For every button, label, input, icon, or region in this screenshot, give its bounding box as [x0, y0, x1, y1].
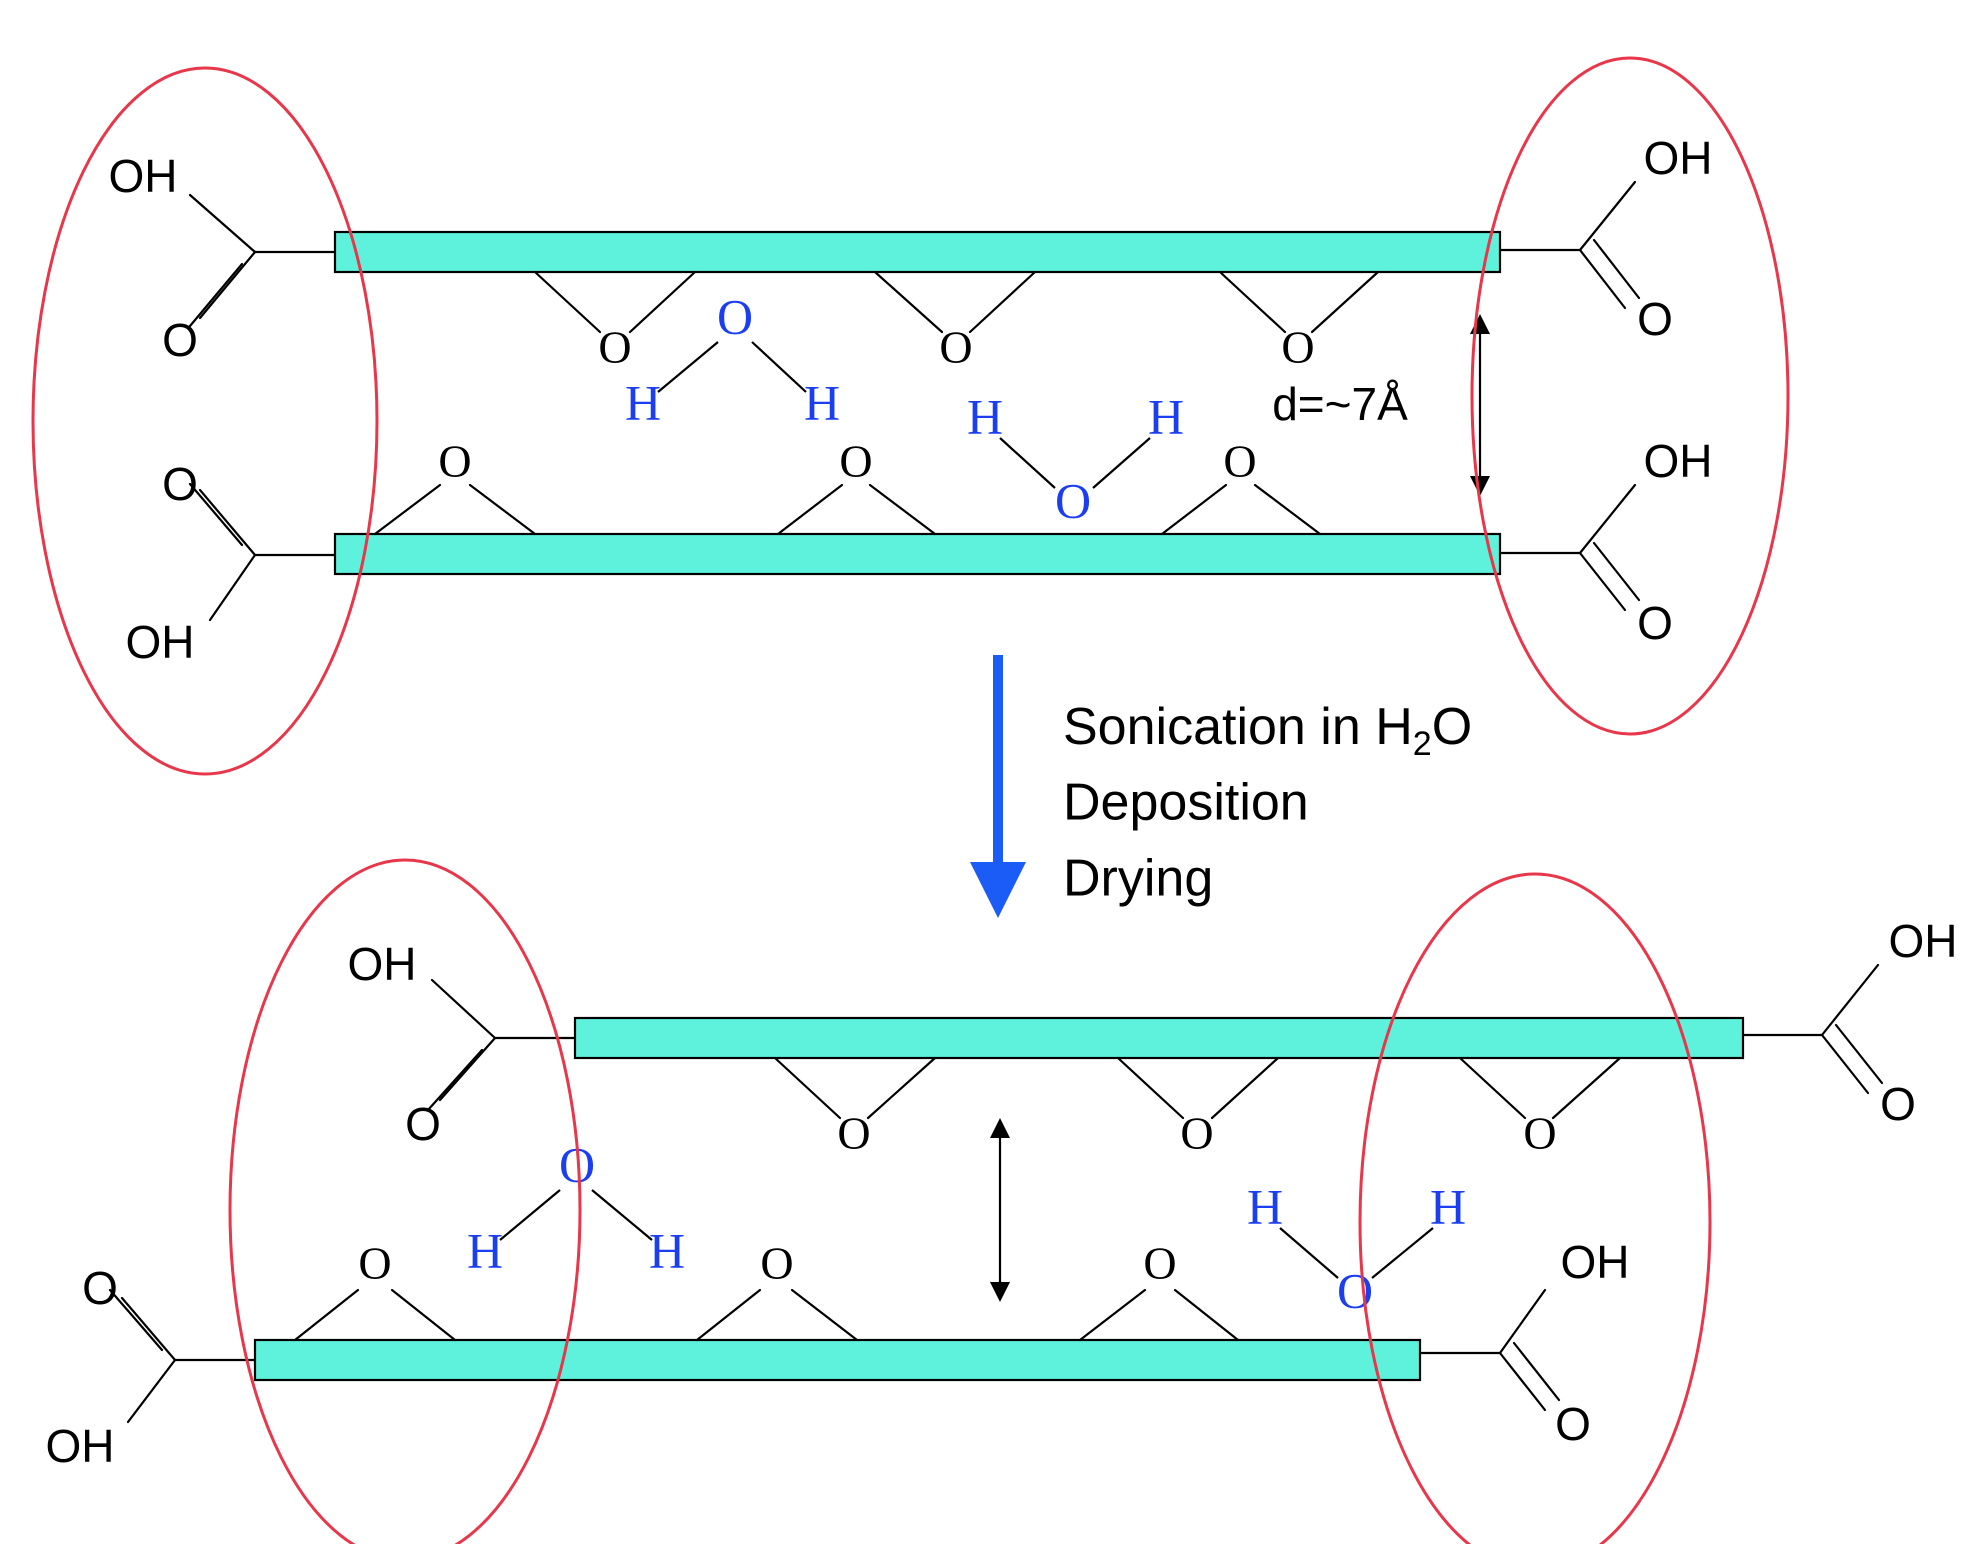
water-hydrogen-label: H [1430, 1178, 1466, 1234]
right-edge-highlight-oval [1358, 872, 1712, 1549]
process-steps: Sonication in H2O Deposition Drying [1063, 698, 1472, 908]
hydroxyl-label: OH [1561, 1236, 1630, 1288]
epoxide-group: O [776, 436, 937, 536]
water-hydrogen-label: H [649, 1222, 685, 1278]
step-sonication-oxygen: O [1432, 698, 1472, 756]
water-hydrogen-label: H [467, 1222, 503, 1278]
top-stack: OH O O OH OH O OH O [31, 56, 1790, 776]
subscript-2: 2 [1413, 725, 1432, 763]
water-oxygen-label: O [1337, 1262, 1373, 1318]
epoxide-oxygen-label: O [438, 436, 471, 487]
epoxide-group: O [1458, 1056, 1622, 1159]
epoxide-oxygen-label: O [1143, 1238, 1176, 1289]
water-hydrogen-label: H [804, 374, 840, 430]
epoxide-group: O [1218, 270, 1380, 373]
epoxide-group: O [533, 270, 697, 373]
bottom-lower-right-carboxyl-group: OH O [1418, 1236, 1630, 1450]
water-molecule: H H O [1247, 1178, 1466, 1318]
water-hydrogen-label: H [967, 388, 1003, 444]
carbonyl-oxygen-label: O [1880, 1078, 1916, 1130]
epoxide-oxygen-label: O [1223, 436, 1256, 487]
carbonyl-oxygen-label: O [1637, 597, 1673, 649]
bottom-upper-right-carboxyl-group: OH O [1741, 915, 1958, 1130]
bottom-upper-left-carboxyl-group: OH O [348, 938, 577, 1150]
carbonyl-oxygen-label: O [82, 1262, 118, 1314]
carbonyl-oxygen-label: O [1555, 1398, 1591, 1450]
epoxide-group: O [1160, 436, 1322, 536]
water-oxygen-label: O [1055, 472, 1091, 528]
left-edge-highlight-oval [31, 66, 379, 776]
water-molecule: O H H [467, 1136, 685, 1278]
top-upper-left-carboxyl-group: OH O [109, 150, 337, 366]
water-hydrogen-label: H [1247, 1178, 1283, 1234]
epoxide-oxygen-label: O [839, 436, 872, 487]
top-lower-graphene-sheet [333, 532, 1502, 576]
top-lower-left-carboxyl-group: O OH [126, 458, 337, 668]
interlayer-spacing-arrow [990, 1118, 1010, 1302]
hydroxyl-label: OH [1889, 915, 1958, 967]
water-oxygen-label: O [717, 288, 753, 344]
step-sonication: Sonication in H2O [1063, 698, 1472, 763]
carbonyl-oxygen-label: O [162, 314, 198, 366]
epoxide-group: O [293, 1238, 457, 1342]
hydroxyl-label: OH [1644, 435, 1713, 487]
epoxide-oxygen-label: O [598, 322, 631, 373]
epoxide-group: O [873, 270, 1037, 373]
hydroxyl-label: OH [1644, 132, 1713, 184]
epoxide-oxygen-label: O [1281, 322, 1314, 373]
step-sonication-text: Sonication in H [1063, 698, 1413, 756]
hydroxyl-label: OH [348, 938, 417, 990]
carbonyl-oxygen-label: O [162, 458, 198, 510]
epoxide-group: O [695, 1238, 859, 1342]
carbonyl-oxygen-label: O [1637, 293, 1673, 345]
epoxide-group: O [373, 436, 537, 536]
water-molecule: H H O [967, 388, 1184, 528]
epoxide-group: O [1078, 1238, 1240, 1342]
epoxide-oxygen-label: O [939, 322, 972, 373]
epoxide-oxygen-label: O [1180, 1108, 1213, 1159]
step-drying: Drying [1063, 850, 1213, 908]
top-upper-graphene-sheet [333, 230, 1502, 274]
hydroxyl-label: OH [109, 150, 178, 202]
water-molecule: O H H [625, 288, 840, 430]
bottom-lower-left-carboxyl-group: O OH [46, 1262, 257, 1472]
top-upper-right-carboxyl-group: OH O [1498, 132, 1713, 345]
water-hydrogen-label: H [625, 374, 661, 430]
process-arrow [970, 655, 1026, 918]
interlayer-spacing-label: d=~7Å [1272, 378, 1408, 430]
bottom-lower-graphene-sheet [253, 1338, 1422, 1382]
top-lower-right-carboxyl-group: OH O [1498, 435, 1713, 649]
epoxide-group: O [773, 1056, 937, 1159]
left-edge-highlight-oval [228, 858, 582, 1549]
carbonyl-oxygen-label: O [405, 1098, 441, 1150]
epoxide-oxygen-label: O [358, 1238, 391, 1289]
right-edge-highlight-oval [1470, 56, 1790, 736]
epoxide-oxygen-label: O [837, 1108, 870, 1159]
hydroxyl-label: OH [46, 1420, 115, 1472]
water-hydrogen-label: H [1148, 388, 1184, 444]
step-deposition: Deposition [1063, 774, 1309, 832]
epoxide-oxygen-label: O [760, 1238, 793, 1289]
hydroxyl-label: OH [126, 616, 195, 668]
epoxide-group: O [1116, 1056, 1280, 1159]
bottom-upper-graphene-sheet [573, 1016, 1745, 1060]
bottom-stack: OH O OH O O OH OH O [46, 858, 1958, 1549]
epoxide-oxygen-label: O [1523, 1108, 1556, 1159]
